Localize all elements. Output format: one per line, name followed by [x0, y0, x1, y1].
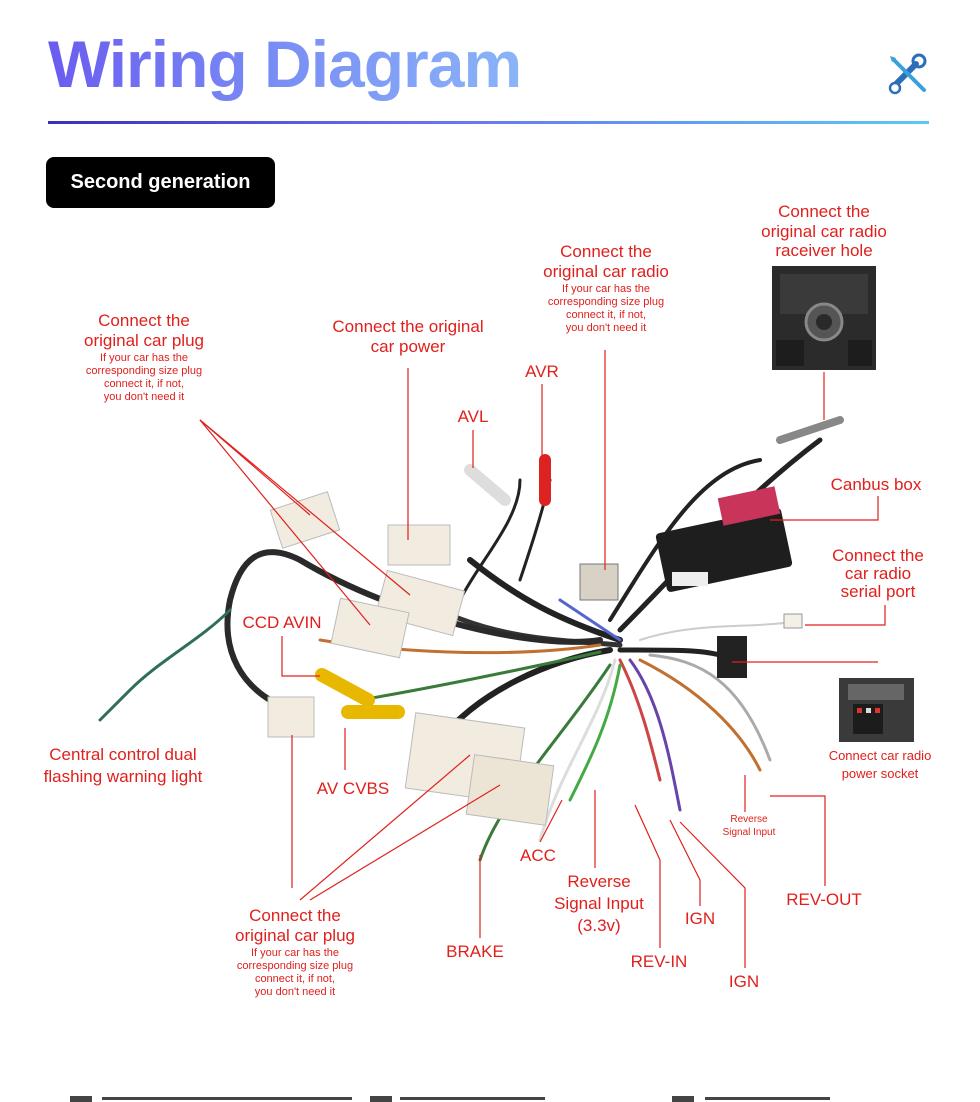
label-avr: AVR	[525, 362, 559, 381]
label-power-socket: Connect car radio power socket	[818, 747, 942, 783]
radio-receiver-photo	[772, 266, 876, 370]
label-ign-1: IGN	[684, 909, 716, 928]
label-reverse-input: Reverse Signal Input (3.3v)	[542, 871, 656, 936]
label-receiver-line2: original car radio	[761, 221, 887, 241]
label-serial: Connect the car radio serial port	[816, 546, 940, 602]
title-divider	[48, 121, 929, 124]
label-ign-2: IGN	[728, 972, 760, 991]
label-receiver: Connect the original car radio raceiver …	[745, 202, 903, 261]
label-av-cvbs: AV CVBS	[316, 779, 390, 798]
label-plug-bottom-note3: connect it, if not,	[254, 973, 336, 986]
label-plug-bottom-note2: corresponding size plug	[236, 959, 354, 972]
label-plug-top-note4: you don't need it	[103, 391, 185, 404]
label-canbus: Canbus box	[830, 475, 922, 494]
label-ccd-avin: CCD AVIN	[242, 613, 322, 632]
label-reverse-input-line1: Reverse	[567, 872, 631, 891]
label-plug-bottom: Connect the original car plug If your ca…	[216, 906, 374, 1000]
label-radio-note4: you don't need it	[565, 322, 647, 335]
page-title: Wiring Diagram	[48, 27, 522, 101]
label-plug-bottom-line1: Connect the	[249, 906, 341, 925]
generation-badge: Second generation	[46, 157, 275, 208]
label-reverse-small: Reverse Signal Input	[716, 813, 782, 839]
leader-lines	[199, 350, 886, 968]
wire-bundle	[98, 437, 823, 862]
label-receiver-line3: raceiver hole	[775, 241, 873, 261]
label-reverse-input-line2: Signal Input	[554, 893, 644, 913]
label-radio-note2: corresponding size plug	[547, 295, 665, 308]
label-acc: ACC	[520, 846, 556, 865]
label-power-socket-line1: Connect car radio	[828, 748, 932, 763]
label-plug-top: Connect the original car plug If your ca…	[62, 311, 226, 405]
label-power-socket-line2: power socket	[841, 765, 919, 781]
label-serial-line2: car radio	[844, 564, 912, 584]
label-plug-top-note3: connect it, if not,	[103, 378, 185, 391]
label-plug-bottom-note4: you don't need it	[254, 986, 336, 999]
label-receiver-line1: Connect the	[778, 202, 870, 221]
label-radio-line2: original car radio	[543, 262, 669, 282]
label-plug-top-line2: original car plug	[83, 331, 204, 351]
label-serial-line3: serial port	[840, 582, 916, 602]
label-avl: AVL	[457, 407, 489, 426]
label-plug-top-line1: Connect the	[98, 311, 190, 330]
power-socket-photo	[839, 678, 914, 742]
label-central: Central control dual flashing warning li…	[28, 744, 218, 788]
connectors	[267, 416, 844, 826]
label-plug-bottom-note1: If your car has the	[250, 946, 340, 959]
label-rev-out: REV-OUT	[786, 890, 862, 909]
label-plug-top-note2: corresponding size plug	[85, 364, 203, 377]
label-power-line2: car power	[370, 337, 446, 357]
bottom-strip	[70, 1096, 830, 1102]
label-power: Connect the original car power	[318, 317, 498, 358]
label-power-line1: Connect the original	[332, 317, 484, 336]
label-radio-line1: Connect the	[560, 242, 652, 261]
label-radio: Connect the original car radio If your c…	[530, 242, 682, 336]
tools-icon	[886, 52, 932, 98]
label-radio-note3: connect it, if not,	[565, 309, 647, 322]
label-brake: BRAKE	[446, 942, 504, 961]
label-plug-bottom-line2: original car plug	[234, 926, 355, 946]
label-reverse-input-line3: (3.3v)	[577, 915, 621, 935]
label-reverse-small-line1: Reverse	[730, 814, 768, 825]
label-reverse-small-line2: Signal Input	[722, 827, 776, 838]
label-rev-in: REV-IN	[630, 952, 688, 971]
label-radio-note1: If your car has the	[561, 282, 651, 295]
label-serial-line1: Connect the	[832, 546, 924, 565]
label-central-line2: flashing warning light	[43, 767, 203, 787]
label-plug-top-note1: If your car has the	[99, 351, 189, 364]
label-central-line1: Central control dual	[49, 745, 197, 764]
